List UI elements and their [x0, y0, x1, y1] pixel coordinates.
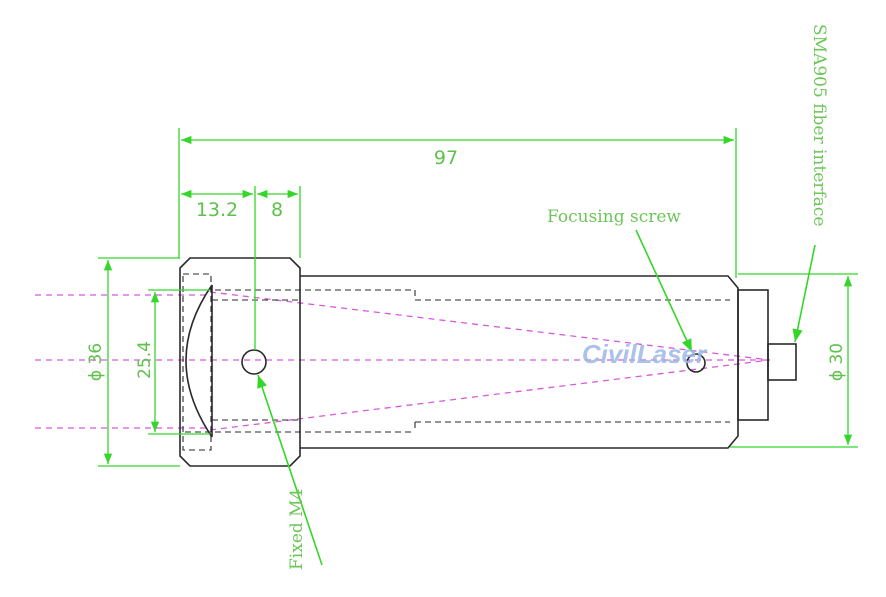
front-section-label: 13.2	[196, 199, 238, 221]
fiber-interface-callout: SMA905 fiber interface	[792, 24, 829, 343]
screw-offset-label: 8	[271, 199, 283, 221]
fixed-screw-hole	[241, 349, 267, 375]
dim-front-section: 13.2 8	[181, 186, 301, 350]
focusing-screw-hole	[686, 353, 706, 373]
dim-lens-diameter: 25.4	[135, 289, 210, 435]
dim-outer-diameter: ϕ 36	[86, 257, 180, 467]
fixed-screw-label: Fixed M4	[287, 489, 307, 570]
focusing-screw-callout: Focusing screw	[547, 207, 693, 353]
fiber-interface-label: SMA905 fiber interface	[809, 24, 829, 226]
dim-rear-diameter: ϕ 30	[730, 273, 858, 448]
watermark-logo: CivilLaser	[582, 339, 708, 369]
rear-diameter-label: ϕ 30	[827, 343, 847, 381]
dim-overall-length: 97	[178, 128, 737, 278]
focusing-screw-label: Focusing screw	[547, 207, 681, 227]
lens-diameter-label: 25.4	[135, 341, 155, 379]
fixed-screw-callout: Fixed M4	[257, 374, 323, 570]
overall-length-label: 97	[434, 147, 458, 169]
outer-diameter-label: ϕ 36	[86, 343, 106, 381]
hidden-internals	[182, 273, 730, 451]
